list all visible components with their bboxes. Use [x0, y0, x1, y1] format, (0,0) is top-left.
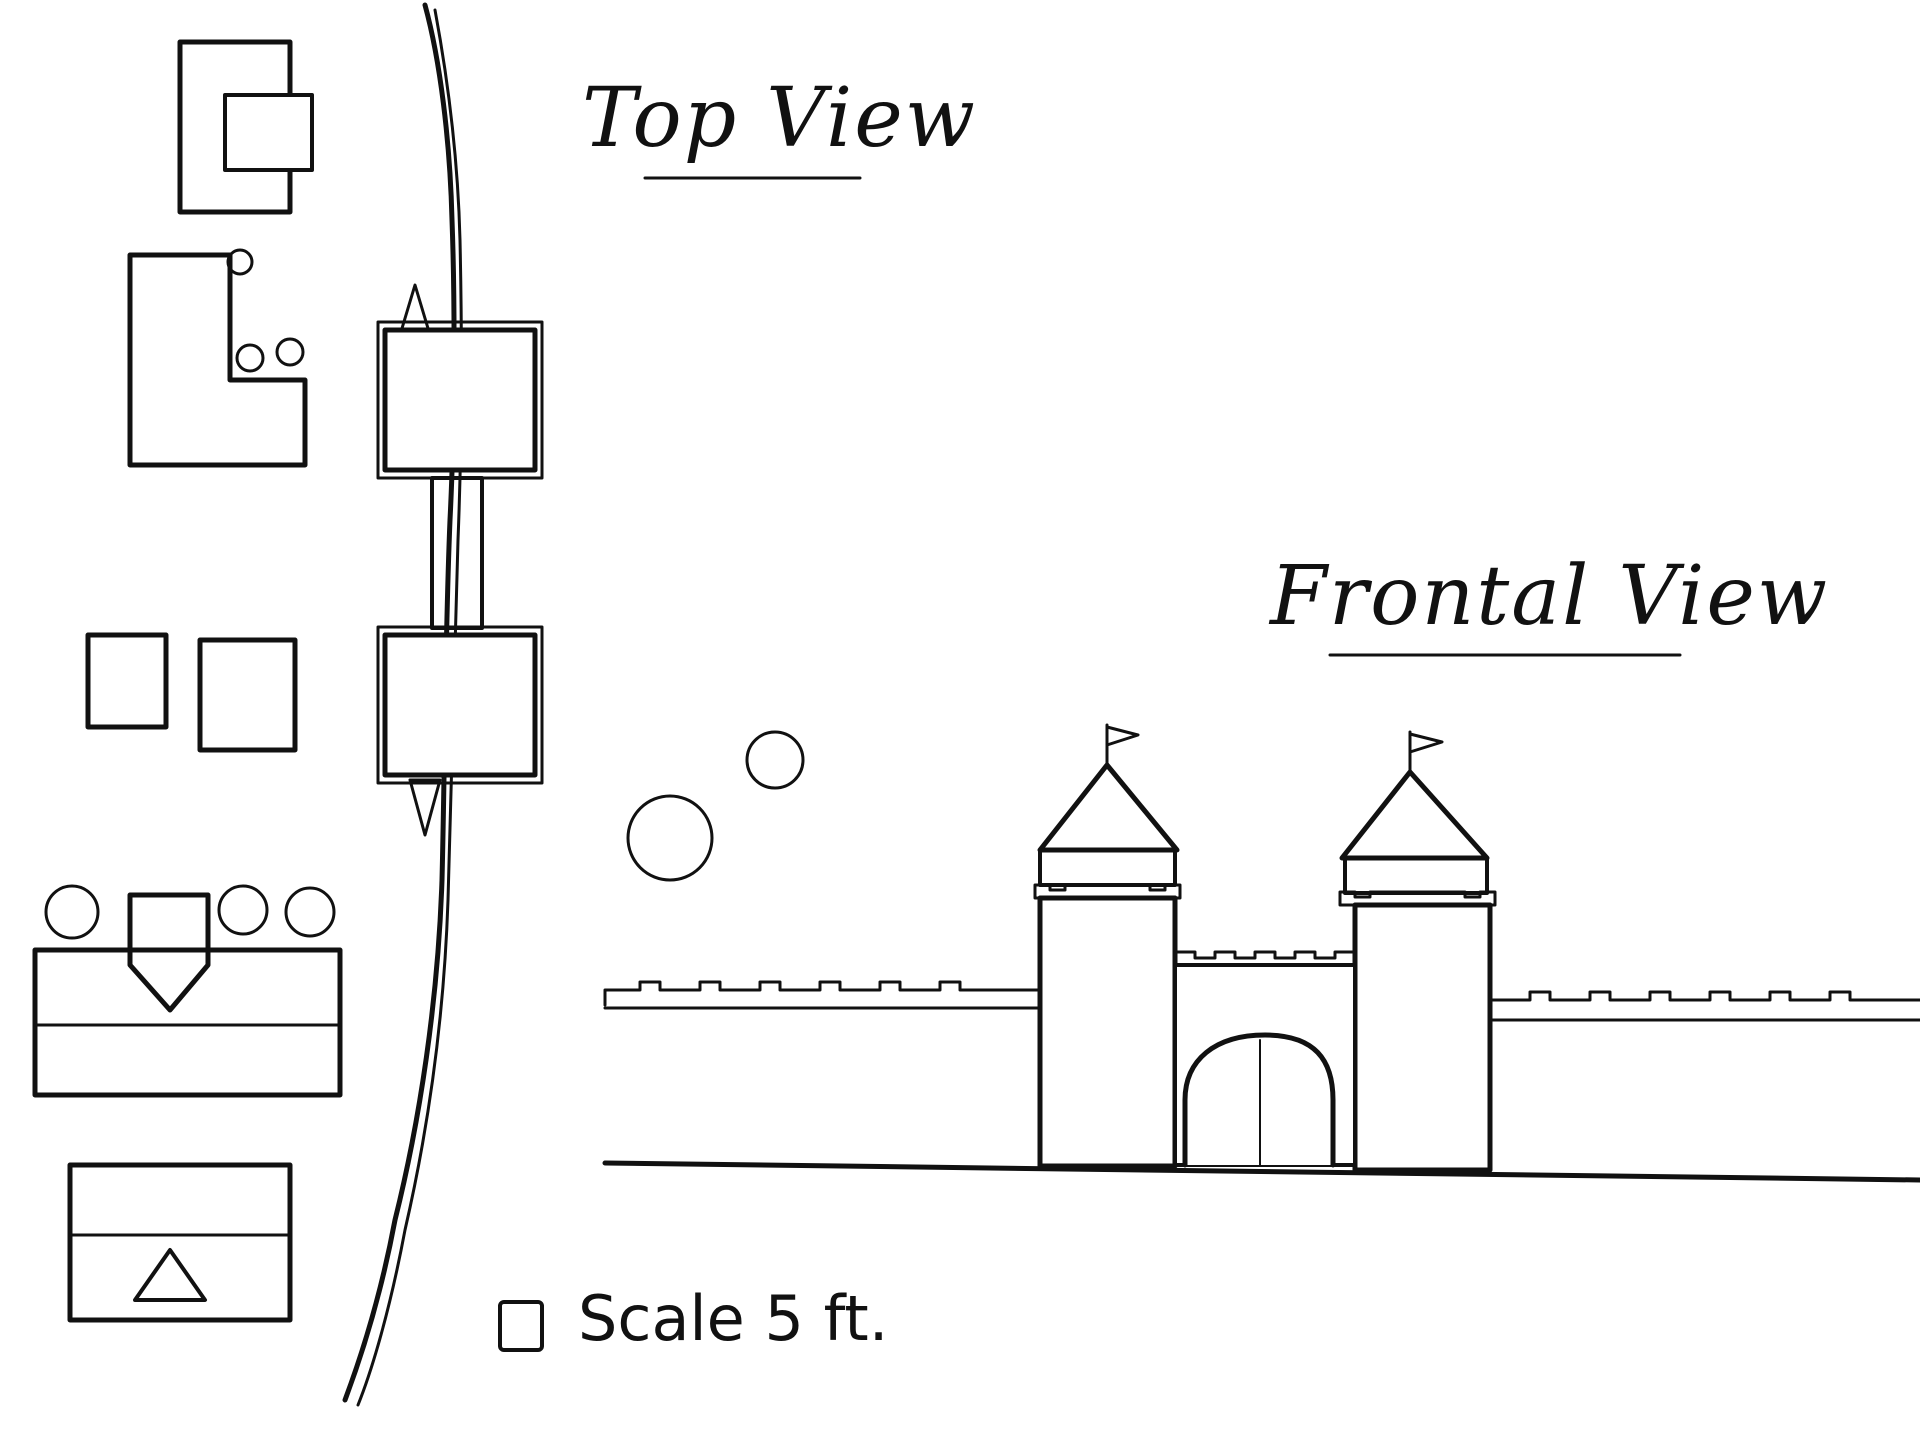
right-tower: [1352, 902, 1493, 1173]
tower-north: [382, 327, 538, 473]
left-tower-lookout: [1038, 848, 1177, 887]
house-3: [85, 632, 169, 730]
house-5: [32, 947, 343, 1098]
tree-icon: [284, 886, 336, 938]
tree-icon: [275, 337, 305, 367]
right-tower-roof: [1339, 769, 1490, 861]
flag-icon: [1408, 732, 1444, 754]
tree-icon: [217, 884, 269, 936]
house-4: [197, 637, 298, 753]
ground-line: [602, 1160, 1920, 1183]
scale-label: Scale 5 ft.: [578, 1282, 889, 1355]
flag-icon: [1105, 725, 1140, 747]
right-wall-crenellation: [1488, 990, 1920, 1012]
house-1-wing: [223, 93, 314, 172]
gatehouse-top-view: [376, 283, 544, 837]
right-tower-lookout: [1343, 856, 1489, 895]
tree-icon: [235, 343, 265, 373]
left-wall-crenellation: [603, 980, 1042, 1007]
house-6-tent: [133, 1248, 207, 1302]
trees-top-view: [44, 248, 805, 940]
tree-icon: [626, 794, 714, 882]
tree-icon: [226, 248, 254, 276]
tower-south: [382, 632, 538, 778]
gatehouse-crenellation: [1173, 950, 1357, 967]
left-tower-roof: [1037, 762, 1180, 853]
top-view-title: Top View: [582, 71, 977, 166]
tree-icon: [44, 884, 100, 940]
frontal-view-castle: [602, 723, 1920, 1183]
house-6: [67, 1162, 293, 1323]
tower-spire-south: [408, 778, 442, 837]
tower-south-rim: [376, 625, 544, 785]
scale-square-icon: [498, 1300, 544, 1352]
left-tower: [1037, 895, 1178, 1169]
left-tower-crenellation: [1033, 883, 1182, 900]
frontal-view-title: Frontal View: [1270, 549, 1830, 644]
houses: [32, 39, 343, 1323]
right-tower-crenellation: [1338, 890, 1497, 907]
tree-icon: [745, 730, 805, 790]
